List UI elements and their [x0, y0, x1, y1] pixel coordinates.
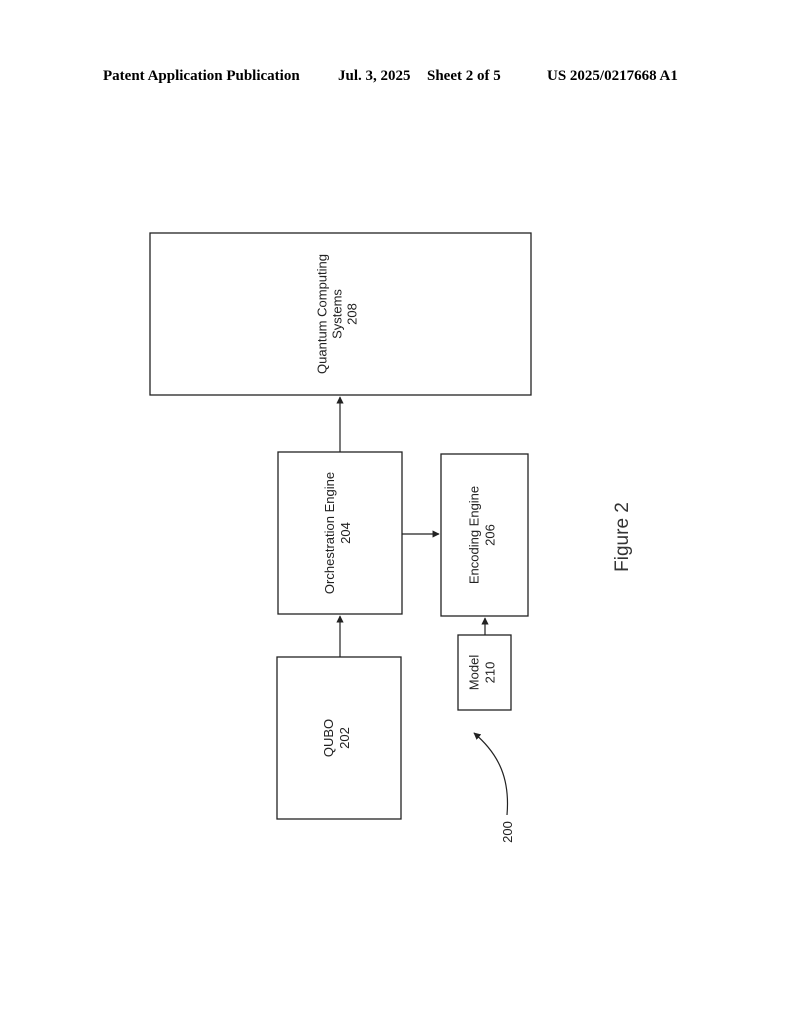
figure-label: Figure 2: [612, 502, 633, 572]
quantum-computing-systems-block: Quantum Computing Systems 208: [149, 232, 532, 396]
publication-title: Patent Application Publication: [103, 68, 300, 84]
qubo-label: QUBO: [321, 719, 336, 757]
model-label: Model: [467, 655, 482, 691]
orchestration-ref: 204: [338, 522, 353, 544]
quantum-label-line2: Systems: [330, 289, 345, 339]
model-block: Model 210: [457, 634, 512, 711]
quantum-ref: 208: [345, 303, 360, 325]
quantum-label-line1: Quantum Computing: [315, 254, 330, 374]
qubo-block: QUBO 202: [276, 656, 402, 820]
encoding-label: Encoding Engine: [467, 486, 482, 584]
orchestration-engine-block: Orchestration Engine 204: [277, 451, 403, 615]
system-reference-number: 200: [500, 821, 515, 843]
system-reference-leader: [473, 732, 509, 816]
qubo-box: [276, 656, 402, 820]
encoding-ref: 206: [483, 524, 498, 546]
encoding-box: [440, 453, 529, 617]
encoding-engine-block: Encoding Engine 206: [440, 453, 529, 617]
sheet-number: Sheet 2 of 5: [427, 68, 501, 84]
orchestration-label: Orchestration Engine: [322, 472, 337, 594]
page-header: Patent Application Publication Jul. 3, 2…: [0, 68, 794, 88]
quantum-box: [149, 232, 532, 396]
model-ref: 210: [483, 662, 498, 684]
qubo-ref: 202: [337, 727, 352, 749]
publication-number: US 2025/0217668 A1: [547, 68, 678, 84]
publication-date: Jul. 3, 2025: [338, 68, 411, 84]
